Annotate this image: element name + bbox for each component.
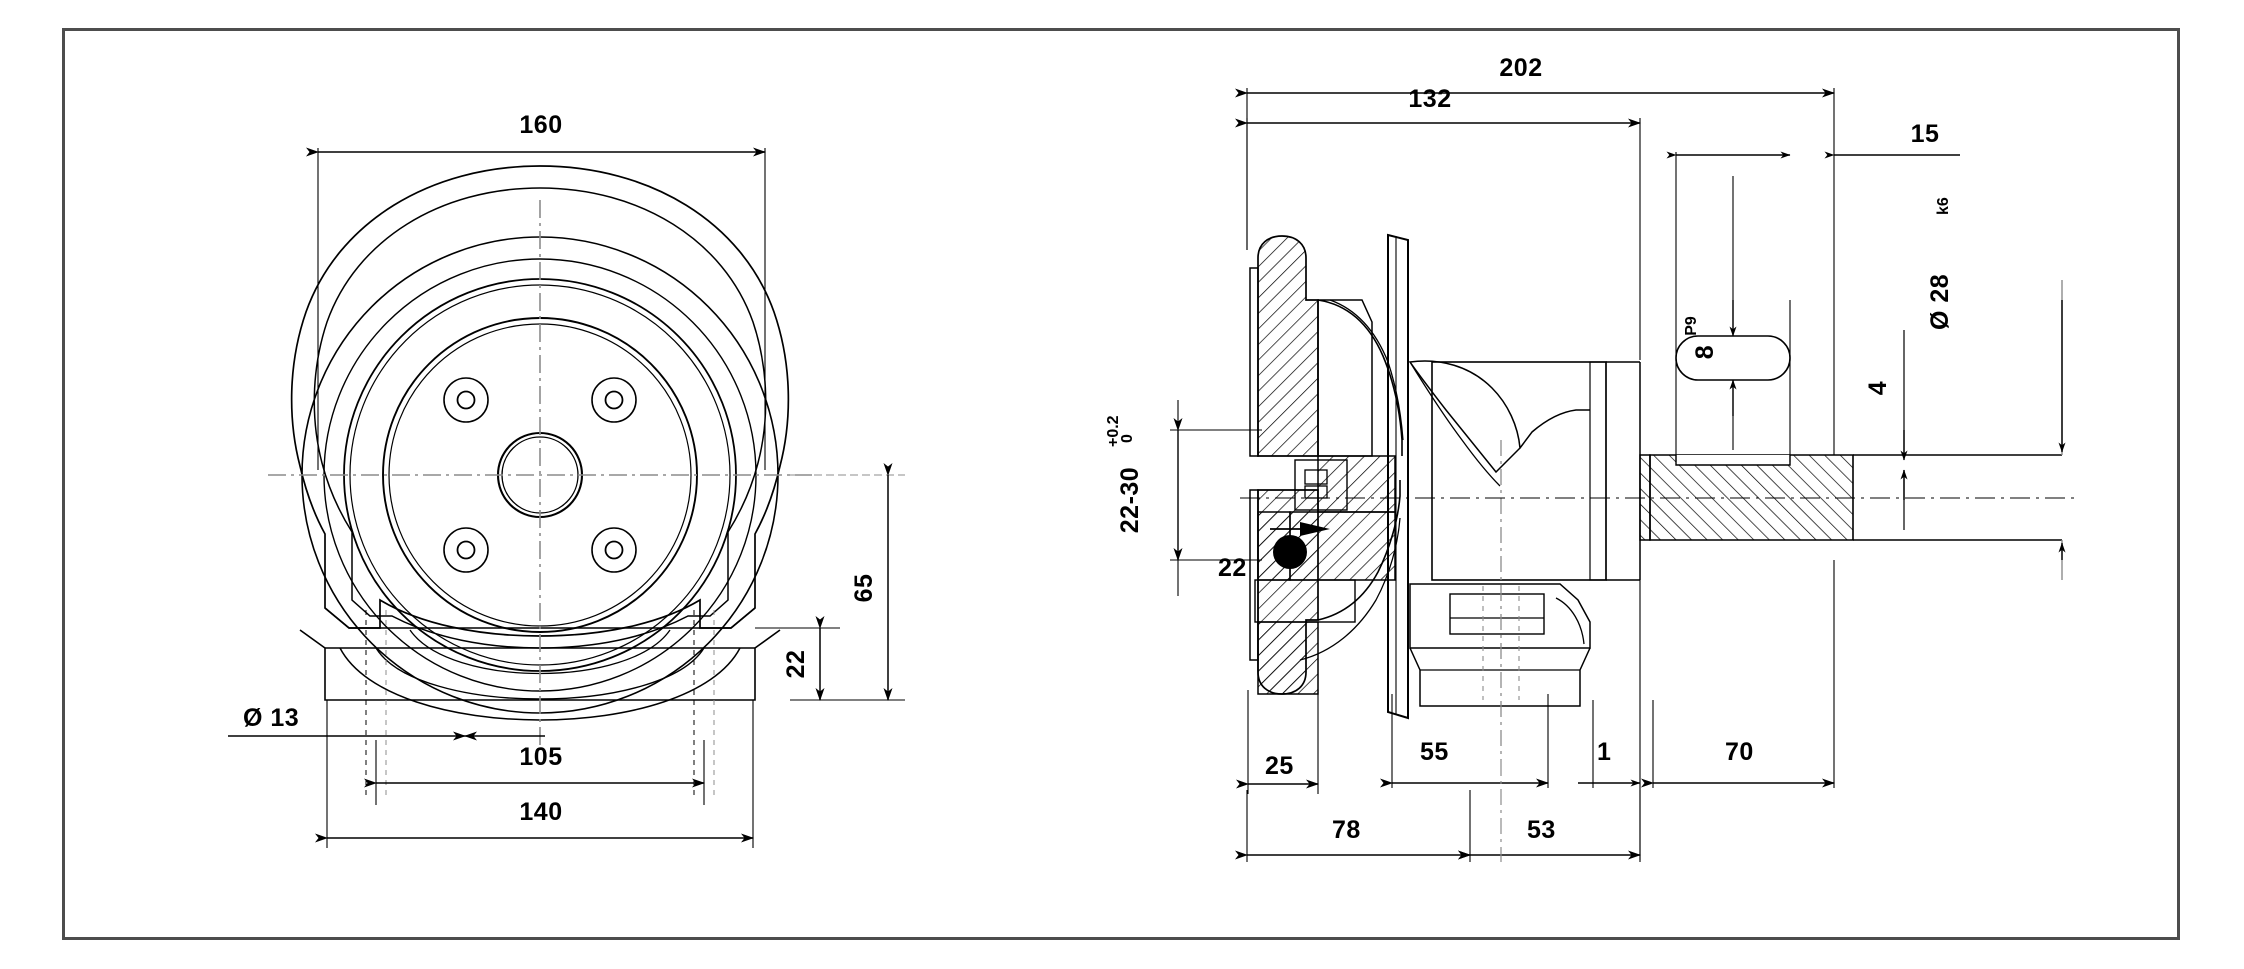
dim-label-78: 78 — [1332, 816, 1361, 844]
impeller-hub-transition — [1519, 409, 1590, 449]
dim-label-2230: 22-30 — [1116, 467, 1144, 533]
dim-label-55: 55 — [1420, 738, 1449, 766]
cone-wall-upper-2 — [1329, 299, 1404, 441]
cone-wall-lower — [1317, 480, 1401, 621]
disc-plate — [1387, 233, 1409, 720]
dim-label-65: 65 — [850, 574, 878, 603]
dim-label-4: 4 — [1864, 381, 1892, 395]
dim-label-d13: Ø 13 — [243, 704, 299, 732]
bolt-hole-bl — [456, 540, 476, 560]
dim-tol-2230-lower: 0 — [1119, 434, 1136, 443]
bolt-hole-group — [443, 377, 637, 573]
dim-tol-d28-k6: k6 — [1935, 197, 1952, 215]
terminal-cover — [1449, 593, 1545, 635]
dim-tol-2230-upper: +0.2 — [1105, 415, 1122, 447]
o-ring-seal — [1273, 535, 1307, 569]
cone-wall-upper — [1317, 299, 1403, 456]
bolt-hole-tl — [456, 390, 476, 410]
hub-plate-hatch-mid — [1317, 455, 1396, 513]
dim-tol-8-p9: P9 — [1683, 316, 1700, 336]
rotor-body-block — [1431, 361, 1607, 581]
flange-section-upper — [1257, 235, 1319, 457]
dim-label-160: 160 — [519, 111, 562, 139]
front-view-dimensions: 160 65 22 Ø 13 105 — [228, 111, 905, 848]
bolt-counterbore-bl — [443, 527, 489, 573]
bolt-counterbore-tl — [443, 377, 489, 423]
bolt-hole-br — [604, 540, 624, 560]
dim-label-22-front: 22 — [782, 650, 810, 679]
shaft-keyway-cut — [1675, 455, 1791, 466]
flange-lip-lower — [1249, 489, 1259, 661]
impeller-blade-edge — [1409, 361, 1501, 487]
dim-label-53: 53 — [1527, 816, 1556, 844]
seal-cavity — [1294, 459, 1348, 511]
seal-arrow-marker — [1300, 522, 1330, 536]
front-view-geometry — [268, 165, 812, 750]
terminal-base — [1409, 647, 1591, 707]
terminal-fillet — [1555, 597, 1585, 645]
dim-label-202: 202 — [1499, 54, 1542, 82]
impeller-blade-upper — [1408, 360, 1521, 474]
bolt-counterbore-tr — [591, 377, 637, 423]
dim-label-d28: Ø 28 — [1926, 274, 1954, 330]
seal-ring-a — [1304, 469, 1328, 485]
dim-label-15: 15 — [1911, 120, 1940, 148]
bolt-hole-tr — [604, 390, 624, 410]
output-shaft — [1649, 454, 1854, 541]
dim-label-105: 105 — [519, 743, 562, 771]
section-view-dimensions: 202 132 15 8 P9 4 — [1105, 54, 2066, 862]
flange-lip-upper — [1249, 267, 1259, 457]
dim-label-132: 132 — [1408, 85, 1451, 113]
dim-label-25: 25 — [1265, 752, 1294, 780]
dim-label-8: 8 — [1691, 345, 1719, 359]
dim-label-1: 1 — [1597, 738, 1611, 766]
section-view-geometry — [1240, 233, 2075, 760]
dim-label-70: 70 — [1725, 738, 1754, 766]
dim-label-140: 140 — [519, 798, 562, 826]
hub-plate-upper — [1317, 299, 1373, 457]
dim-label-22-section: 22 — [1218, 554, 1247, 582]
rotor-right-wall — [1589, 361, 1607, 581]
bolt-counterbore-br — [591, 527, 637, 573]
